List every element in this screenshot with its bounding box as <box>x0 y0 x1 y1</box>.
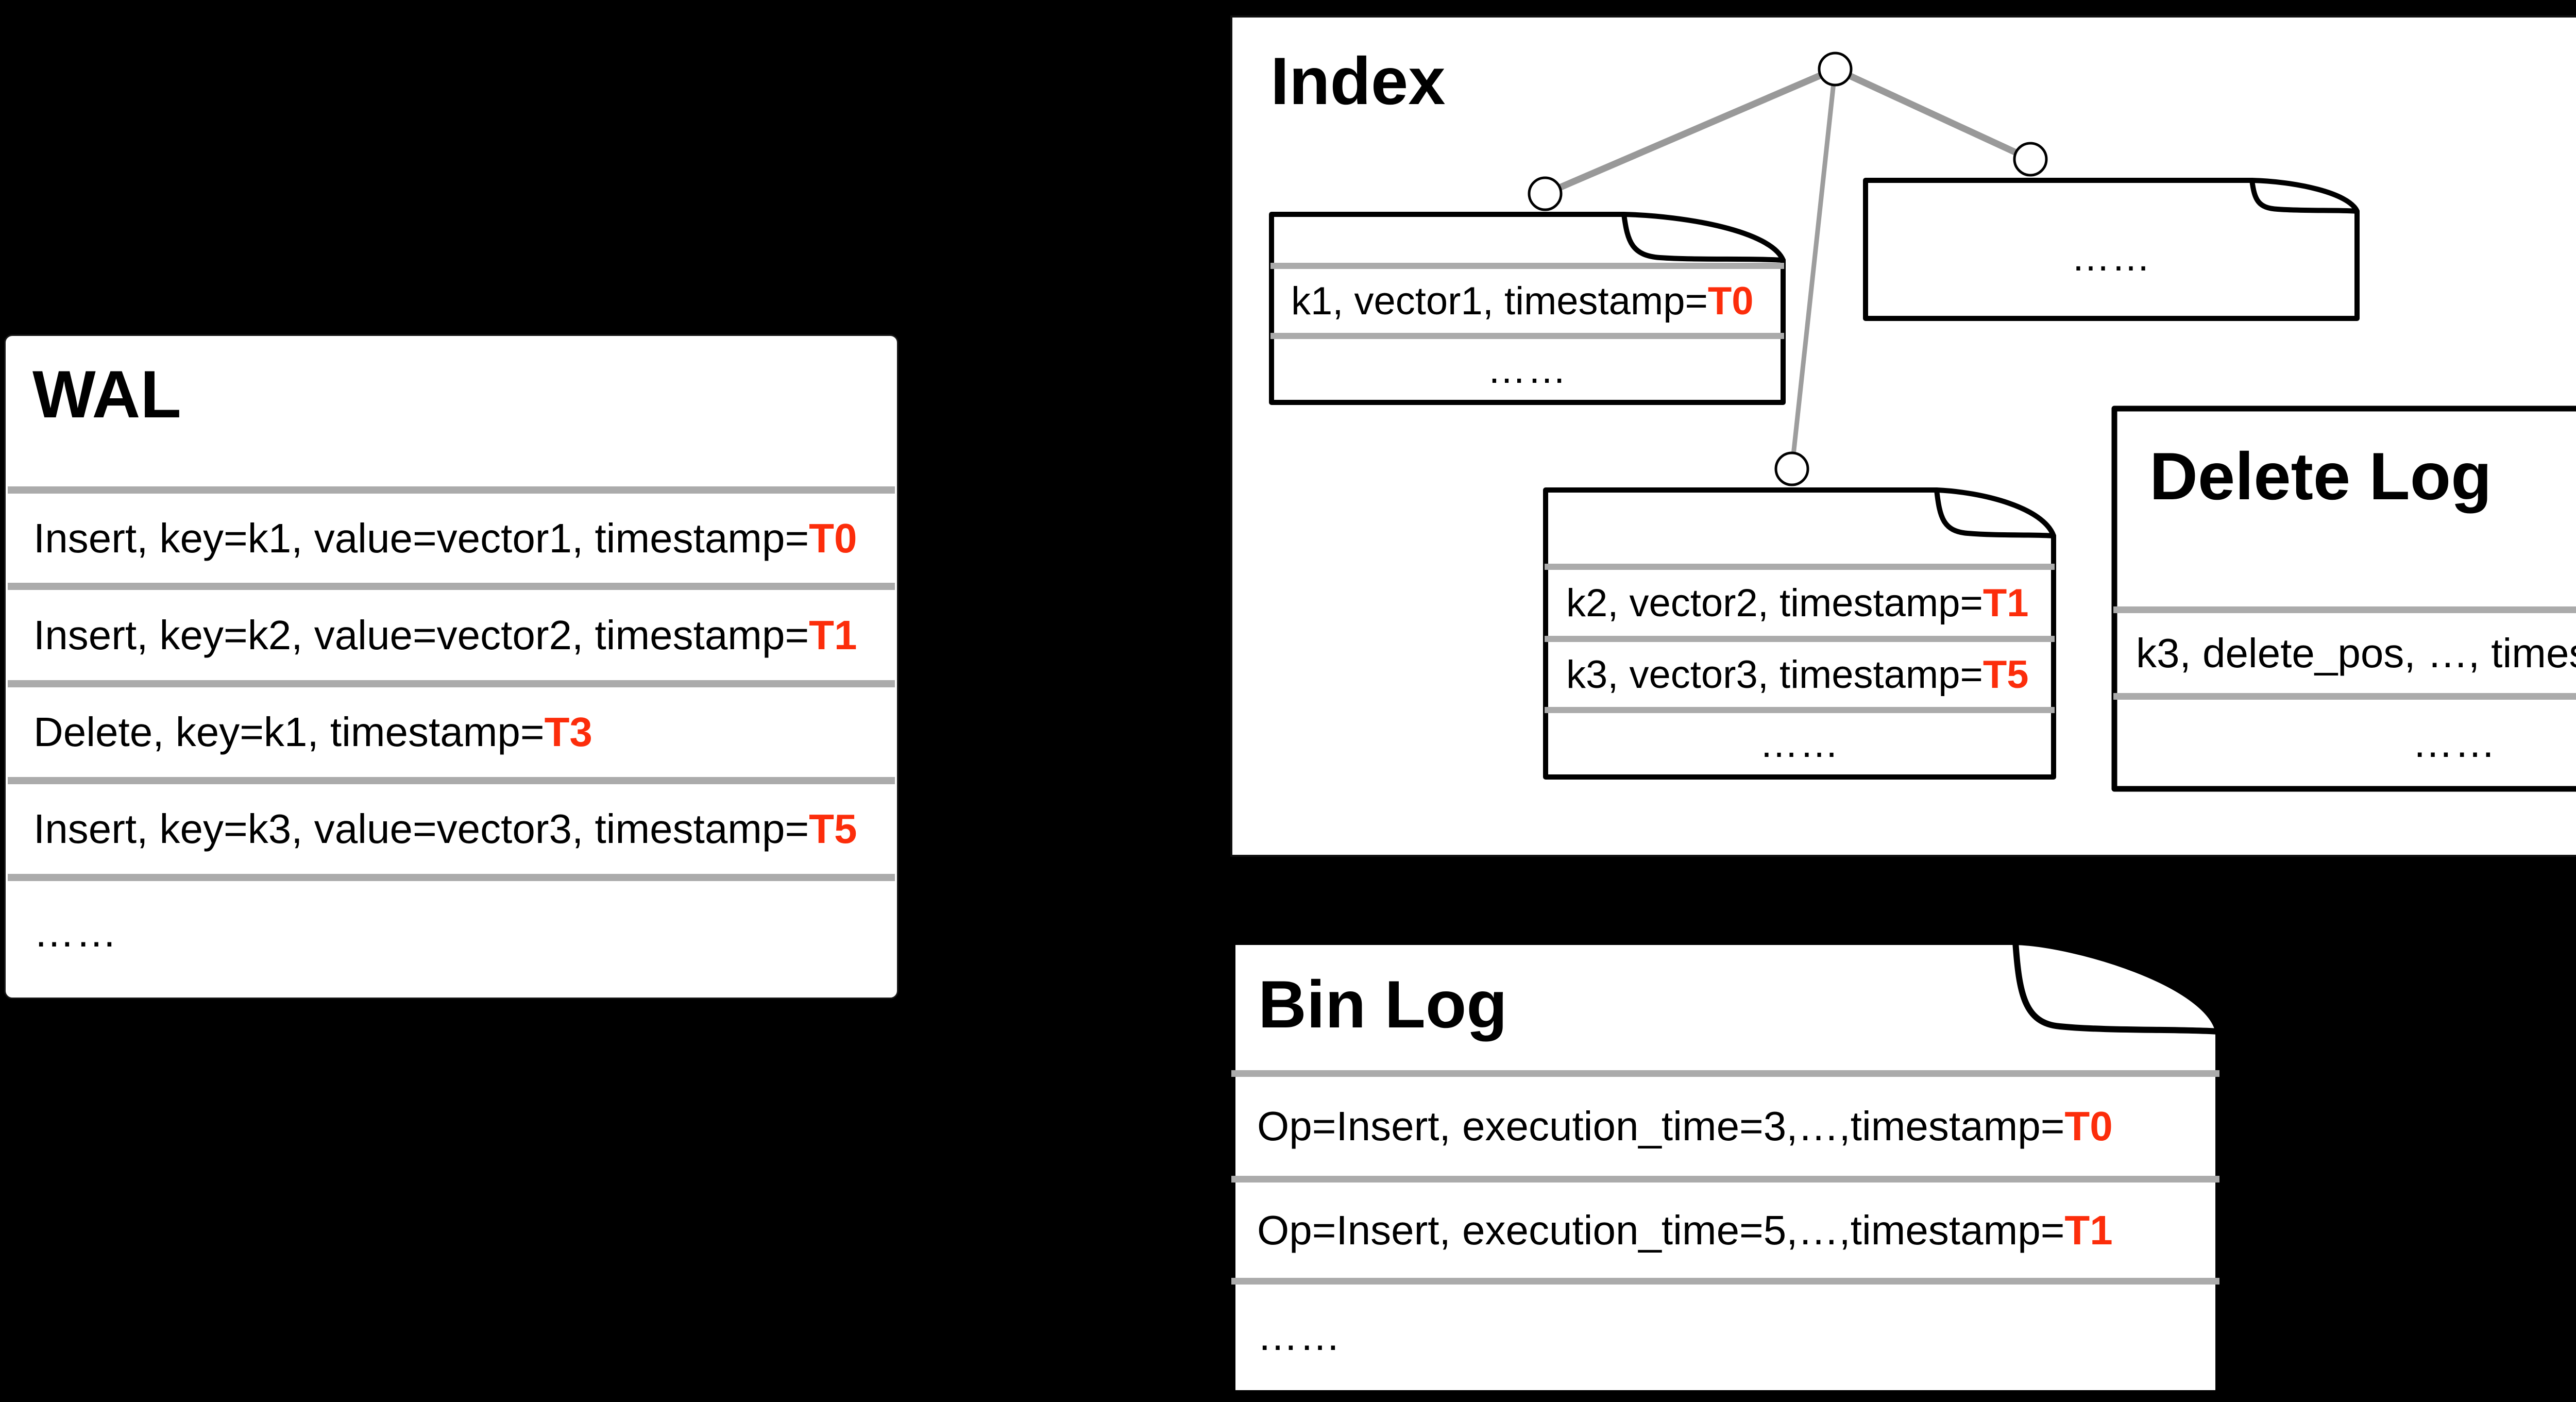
wal-ellipsis-row: …… <box>33 909 118 955</box>
index-segment-file-3: k2, vector2, timestamp=T1 k3, vector3, t… <box>1543 487 2057 780</box>
index-title: Index <box>1270 43 1446 119</box>
divider <box>1231 1176 2219 1183</box>
timestamp-value: T1 <box>809 612 857 658</box>
file-row: k2, vector2, timestamp=T1 <box>1543 570 2057 636</box>
timestamp-value: T0 <box>2064 1103 2113 1149</box>
tree-child-node-icon <box>1528 176 1563 211</box>
timestamp-value: T1 <box>1982 581 2029 625</box>
divider <box>8 583 895 590</box>
file-page-fold-icon <box>1543 487 2056 780</box>
timestamp-value: T0 <box>1707 279 1754 323</box>
divider <box>1270 263 1784 269</box>
delete-log-file: Delete Log k3, delete_pos, …, timestamp=… <box>2111 406 2576 792</box>
divider <box>1270 333 1784 339</box>
divider <box>2113 693 2576 700</box>
delete-log-row: k3, delete_pos, …, timestamp=T3 <box>2111 613 2576 693</box>
file-ellipsis-row: …… <box>1487 347 1568 392</box>
file-row: k3, vector3, timestamp=T5 <box>1543 642 2057 707</box>
wal-row: Insert, key=k3, value=vector3, timestamp… <box>6 784 897 874</box>
tree-child-node-icon <box>2013 142 2048 177</box>
file-ellipsis-row: …… <box>2071 235 2151 279</box>
divider <box>1545 707 2055 713</box>
wal-row-text: Delete, key=k1, timestamp= <box>33 709 545 755</box>
file-row-text: k2, vector2, timestamp= <box>1566 581 1983 625</box>
bin-log-ellipsis-row: …… <box>1257 1313 1342 1359</box>
delete-log-row-text: k3, delete_pos, …, timestamp= <box>2136 630 2576 676</box>
divider <box>2113 606 2576 613</box>
file-row-text: k3, vector3, timestamp= <box>1566 652 1983 697</box>
file-row: k1, vector1, timestamp=T0 <box>1268 269 1786 333</box>
delete-log-title: Delete Log <box>2149 438 2492 514</box>
divider <box>1231 1278 2219 1285</box>
bin-log-row-text: Op=Insert, execution_time=5,…,timestamp= <box>1257 1207 2065 1253</box>
wal-row-text: Insert, key=k3, value=vector3, timestamp… <box>33 806 809 852</box>
wal-panel: WAL Insert, key=k1, value=vector1, times… <box>4 334 899 999</box>
file-row-text: k1, vector1, timestamp= <box>1291 279 1708 323</box>
tree-node-icon <box>1528 52 2048 486</box>
index-panel: Index k1, vector1, timestamp=T0 …… <box>1230 15 2576 857</box>
divider <box>1545 564 2055 570</box>
timestamp-value: T5 <box>809 806 857 852</box>
wal-row: Insert, key=k1, value=vector1, timestamp… <box>6 494 897 583</box>
divider <box>1545 636 2055 642</box>
timestamp-value: T1 <box>2064 1207 2113 1253</box>
file-page-fold-icon <box>1269 212 1786 405</box>
timestamp-value: T5 <box>1982 652 2029 697</box>
tree-child-node-icon <box>1774 451 1809 486</box>
wal-title: WAL <box>32 357 181 432</box>
wal-row-text: Insert, key=k1, value=vector1, timestamp… <box>33 515 809 561</box>
index-segment-file-2: …… <box>1862 177 2360 322</box>
tree-edge <box>1789 69 1838 469</box>
wal-row: Delete, key=k1, timestamp=T3 <box>6 687 897 777</box>
bin-log-row: Op=Insert, execution_time=3,…,timestamp=… <box>1229 1077 2222 1176</box>
bin-log-title: Bin Log <box>1258 967 1507 1042</box>
file-ellipsis-row: …… <box>1759 721 1840 766</box>
divider <box>1231 1070 2219 1077</box>
file-page-fold-icon <box>1863 178 2360 321</box>
timestamp-value: T3 <box>544 709 592 755</box>
wal-row: Insert, key=k2, value=vector2, timestamp… <box>6 590 897 680</box>
index-tree <box>1528 52 2048 486</box>
index-segment-file-1: k1, vector1, timestamp=T0 …… <box>1268 211 1786 406</box>
bin-log-file: Bin Log Op=Insert, execution_time=3,…,ti… <box>1229 939 2222 1396</box>
tree-root-node-icon <box>1818 52 1853 87</box>
timestamp-value: T0 <box>809 515 857 561</box>
bin-log-row-text: Op=Insert, execution_time=3,…,timestamp= <box>1257 1103 2065 1149</box>
divider <box>8 680 895 687</box>
divider <box>8 486 895 494</box>
divider <box>8 777 895 784</box>
delete-log-ellipsis-row: …… <box>2412 720 2497 766</box>
divider <box>8 874 895 881</box>
wal-row-text: Insert, key=k2, value=vector2, timestamp… <box>33 612 809 658</box>
bin-log-row: Op=Insert, execution_time=5,…,timestamp=… <box>1229 1183 2222 1278</box>
tree-edge <box>1546 66 2032 196</box>
